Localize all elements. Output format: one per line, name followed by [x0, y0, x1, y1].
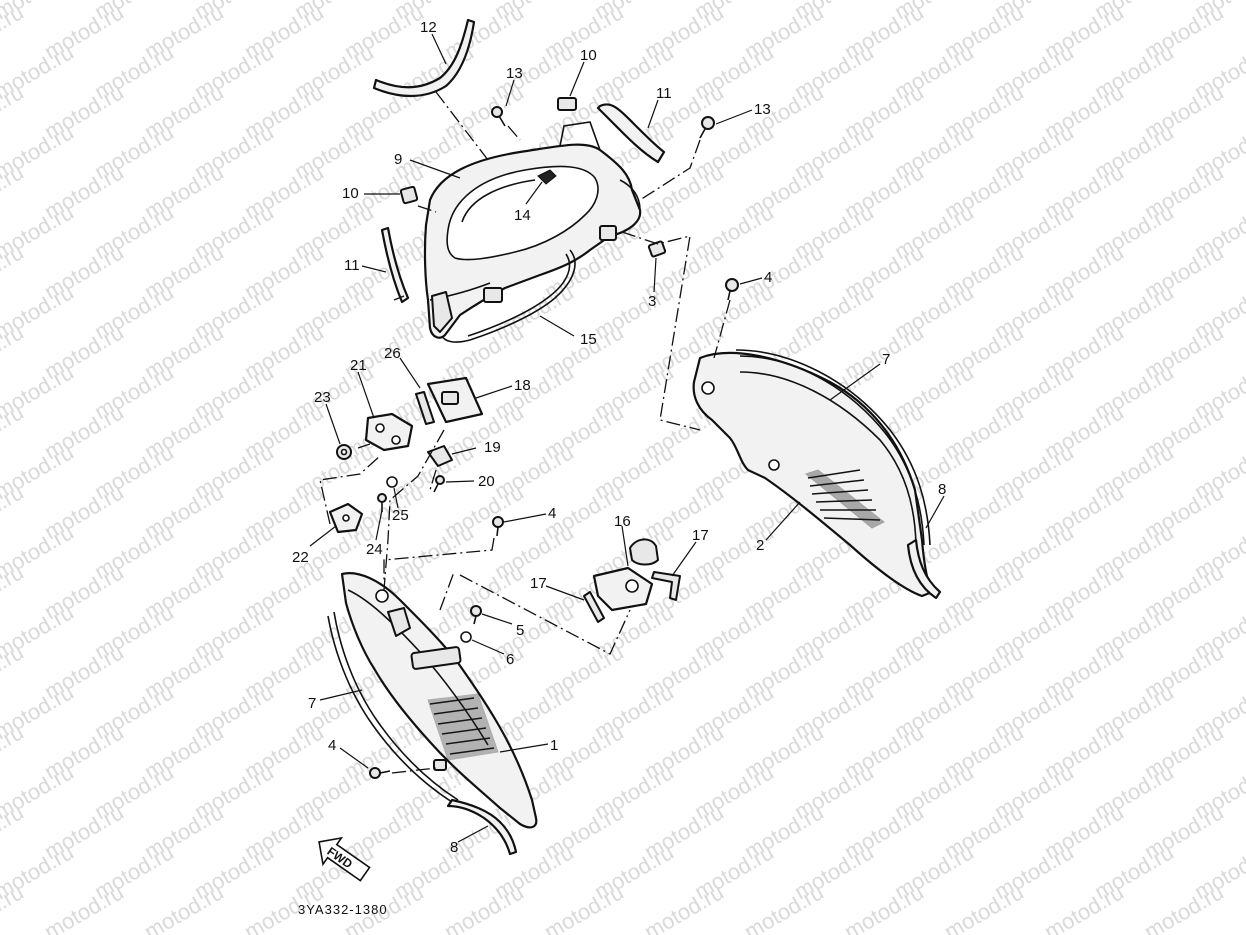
part-23-nut: [336, 444, 352, 460]
part-14-emblem: [537, 169, 557, 185]
callout-8-left: 8: [450, 839, 458, 856]
part-8-trim-right: [906, 538, 942, 600]
callout-4-middle: 4: [548, 505, 556, 522]
assembly-centerlines: [319, 91, 731, 774]
part-18-lid-slot: [441, 391, 459, 405]
callout-1: 1: [550, 737, 558, 754]
watermark-text: motod.ru: [640, 879, 728, 935]
callout-4-upper: 4: [764, 269, 772, 286]
part-10-clip-upper: [557, 97, 577, 111]
callout-6: 6: [506, 651, 514, 668]
part-11-trim-upper: [596, 103, 666, 164]
callout-25: 25: [392, 507, 409, 524]
part-13-screw-right: [699, 116, 715, 139]
callout-13-left: 13: [506, 65, 523, 82]
part-5-screw: [470, 605, 482, 625]
callout-5: 5: [516, 622, 524, 639]
part-10-clip-left: [399, 185, 419, 205]
part-25-washer: [386, 476, 398, 488]
watermark-text: motod.ru: [140, 879, 228, 935]
part-7-trim-left: [327, 611, 459, 803]
callout-17-left: 17: [530, 575, 547, 592]
callout-numbers: 12 10 13 11 13 9 10 14 11 3 4 15 7 26 21…: [292, 19, 946, 856]
part-11-trim-left: [380, 226, 410, 304]
callout-11-upper: 11: [656, 85, 672, 102]
part-13-screw-left: [491, 106, 506, 127]
callout-19: 19: [484, 439, 501, 456]
watermark-text: motod.ru: [740, 879, 828, 935]
callout-7-right: 7: [882, 351, 890, 368]
part-19-knob: [427, 445, 453, 467]
part-17-key-left: [583, 591, 605, 623]
callout-2: 2: [756, 537, 764, 554]
drawing-code: 3YA332-1380: [298, 902, 388, 917]
part-15-seal-strip: [441, 249, 576, 343]
watermark-text: motod.ru: [1040, 879, 1128, 935]
part-8-trim-left: [446, 798, 518, 856]
part-17-key-right: [651, 571, 681, 601]
callout-10-left: 10: [342, 185, 359, 202]
callout-16: 16: [614, 513, 631, 530]
part-20-screw: [433, 475, 445, 493]
watermark-text: motod.ru: [940, 879, 1028, 935]
part-12-trim-strip: [372, 18, 476, 97]
callout-23: 23: [314, 389, 331, 406]
callout-24: 24: [366, 541, 383, 558]
callout-10-upper: 10: [580, 47, 597, 64]
part-22-lock-lever: [328, 502, 364, 534]
callout-22: 22: [292, 549, 309, 566]
callout-8-right: 8: [938, 481, 946, 498]
callout-20: 20: [478, 473, 495, 490]
callout-21: 21: [350, 357, 367, 374]
watermark-text: motod.ru: [40, 879, 128, 935]
callout-15: 15: [580, 331, 597, 348]
part-1-front-cover: [340, 572, 538, 829]
callout-18: 18: [514, 377, 531, 394]
part-7-trim-right: [735, 349, 931, 546]
callout-4-lower: 4: [328, 737, 336, 754]
watermark-text: motod.ru: [1140, 879, 1228, 935]
part-26-seal: [415, 391, 435, 425]
callout-9: 9: [394, 151, 402, 168]
callout-3: 3: [648, 293, 656, 310]
part-21-latch-bracket: [364, 412, 414, 452]
callout-11-left: 11: [344, 257, 360, 274]
watermark-text: motod.ru: [540, 879, 628, 935]
callout-13-right: 13: [754, 101, 771, 118]
part-4-bolt-upper-right: [725, 278, 739, 301]
part-4-bolt-lower: [369, 767, 391, 779]
part-9-meter-cover: [423, 121, 642, 339]
part-16-lock-bracket: [592, 538, 659, 612]
callout-12: 12: [420, 19, 437, 36]
callout-14: 14: [514, 207, 531, 224]
watermark-text: motod.ru: [440, 879, 528, 935]
callout-leaders: [309, 33, 945, 843]
part-4-bolt-middle: [492, 516, 504, 537]
callout-17-right: 17: [692, 527, 709, 544]
part-2-side-cover-right: [692, 351, 934, 598]
callout-26: 26: [384, 345, 401, 362]
callout-7-left: 7: [308, 695, 316, 712]
watermark-text: motod.ru: [840, 879, 928, 935]
part-6-washer: [460, 631, 472, 643]
